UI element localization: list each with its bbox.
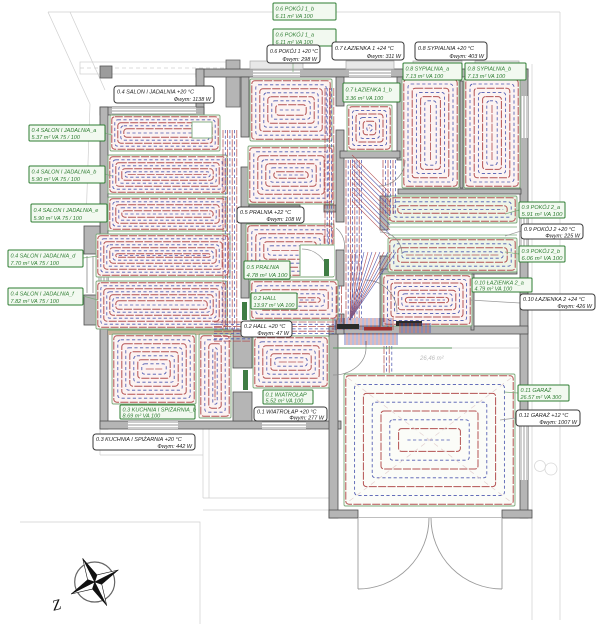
svg-text:0.1 WIATROŁAP: 0.1 WIATROŁAP: [266, 392, 307, 398]
svg-text:0.9 POKÓJ 2_b: 0.9 POKÓJ 2_b: [522, 248, 561, 255]
svg-text:7.82 m² VA 75 / 100: 7.82 m² VA 75 / 100: [11, 299, 60, 305]
svg-text:0.1 WIATROŁAP +20 °C: 0.1 WIATROŁAP +20 °C: [257, 409, 317, 415]
svg-text:0.8 SYPIALNIA_b: 0.8 SYPIALNIA_b: [468, 67, 512, 73]
svg-text:7.13 m² VA 100: 7.13 m² VA 100: [468, 74, 507, 80]
svg-text:4.79 m² VA 100: 4.79 m² VA 100: [475, 287, 514, 293]
svg-text:5.90 m² VA 75 / 100: 5.90 m² VA 75 / 100: [32, 177, 81, 183]
svg-text:0.4 SALON I JADALNIA_d: 0.4 SALON I JADALNIA_d: [11, 254, 77, 260]
svg-text:0.6 POKÓJ 1 +20 °C: 0.6 POKÓJ 1 +20 °C: [270, 48, 318, 55]
svg-text:0.7 ŁAZIENKA 1 +24 °C: 0.7 ŁAZIENKA 1 +24 °C: [335, 46, 394, 52]
svg-text:0.4 SALON I JADALNIA_b: 0.4 SALON I JADALNIA_b: [32, 170, 97, 176]
svg-text:4.78 m² VA 100: 4.78 m² VA 100: [247, 273, 289, 279]
svg-text:Фwym: 277 W: Фwym: 277 W: [289, 416, 324, 422]
svg-text:0.5 PRALNIA +22 °C: 0.5 PRALNIA +22 °C: [240, 210, 291, 216]
svg-text:3.36 m² VA 100: 3.36 m² VA 100: [346, 96, 385, 102]
svg-text:0.4 SALON I JADALNIA +20 °C: 0.4 SALON I JADALNIA +20 °C: [117, 90, 194, 96]
svg-text:0.10 ŁAZIENKA 2_a: 0.10 ŁAZIENKA 2_a: [475, 280, 524, 286]
svg-text:Фwym: 298 W: Фwym: 298 W: [282, 57, 317, 63]
svg-text:0.11 GARAŻ +12 °C: 0.11 GARAŻ +12 °C: [519, 412, 568, 419]
svg-text:Фwym: 426 W: Фwym: 426 W: [557, 304, 592, 310]
svg-text:0.9 POKÓJ 2 +20 °C: 0.9 POKÓJ 2 +20 °C: [524, 226, 575, 233]
svg-text:0.5 PRALNIA: 0.5 PRALNIA: [247, 265, 280, 271]
svg-text:13.97 m² VA 100: 13.97 m² VA 100: [254, 303, 296, 309]
svg-text:0.2 HALL: 0.2 HALL: [254, 296, 277, 302]
svg-text:0.11 GARAŻ: 0.11 GARAŻ: [521, 387, 552, 394]
svg-text:7.13 m² VA 100: 7.13 m² VA 100: [406, 74, 445, 80]
svg-text:Фwym: 442 W: Фwym: 442 W: [157, 444, 192, 450]
svg-text:Фwym: 403 W: Фwym: 403 W: [449, 54, 484, 60]
svg-text:0.4 SALON I JADALNIA_a: 0.4 SALON I JADALNIA_a: [32, 128, 97, 134]
svg-text:0.7 ŁAZIENKA 1_b: 0.7 ŁAZIENKA 1_b: [346, 87, 392, 93]
svg-text:0.4 SALON I JADALNIA_f: 0.4 SALON I JADALNIA_f: [11, 292, 75, 298]
svg-text:5.90 m² VA 75 / 100: 5.90 m² VA 75 / 100: [34, 216, 83, 222]
svg-text:6.06 m² VA 100: 6.06 m² VA 100: [522, 256, 564, 262]
svg-text:5.37 m² VA 75 / 100: 5.37 m² VA 75 / 100: [32, 135, 81, 141]
svg-text:0.10 ŁAZIENKA 2 +24 °C: 0.10 ŁAZIENKA 2 +24 °C: [523, 297, 585, 303]
svg-text:0.6 POKÓJ 1_b: 0.6 POKÓJ 1_b: [276, 6, 315, 13]
svg-text:Фwym: 1007 W: Фwym: 1007 W: [539, 420, 577, 426]
svg-text:5.91 m² VA 100: 5.91 m² VA 100: [522, 212, 564, 218]
svg-text:Фwym: 311 W: Фwym: 311 W: [367, 54, 402, 60]
svg-text:7.70 m² VA 75 / 100: 7.70 m² VA 75 / 100: [11, 261, 60, 267]
svg-text:6.11 m² VA 100: 6.11 m² VA 100: [276, 14, 314, 20]
svg-text:0.6 POKÓJ 1_a: 0.6 POKÓJ 1_a: [276, 32, 315, 39]
svg-text:0.9 POKÓJ 2_a: 0.9 POKÓJ 2_a: [522, 204, 561, 211]
svg-text:0.8 SYPIALNIA +20 °C: 0.8 SYPIALNIA +20 °C: [418, 46, 474, 52]
svg-text:0.3 KUCHNIA I SPIŻARNIA +20 °: 0.3 KUCHNIA I SPIŻARNIA +20 °C: [96, 436, 182, 443]
svg-text:Фwym: 1138 W: Фwym: 1138 W: [174, 97, 212, 103]
svg-text:0.3 KUCHNIA I SPIŻARNIA_b: 0.3 KUCHNIA I SPIŻARNIA_b: [123, 406, 196, 413]
svg-text:5.52 m² VA 100: 5.52 m² VA 100: [266, 399, 305, 405]
svg-text:26,46 m²: 26,46 m²: [419, 356, 445, 362]
svg-text:Фwym: 108 W: Фwym: 108 W: [266, 217, 301, 223]
svg-text:8.69 m² VA 100: 8.69 m² VA 100: [123, 414, 162, 420]
svg-text:0.2 HALL +20 °C: 0.2 HALL +20 °C: [244, 324, 285, 330]
svg-text:6.11 m² VA 100: 6.11 m² VA 100: [276, 40, 314, 46]
svg-text:26.57 m² VA 300: 26.57 m² VA 300: [520, 395, 563, 401]
svg-text:Фwym: 47 W: Фwym: 47 W: [257, 331, 289, 337]
svg-text:0.8 SYPIALNIA_a: 0.8 SYPIALNIA_a: [406, 67, 450, 73]
svg-text:0.4 SALON I JADALNIA_e: 0.4 SALON I JADALNIA_e: [34, 208, 99, 214]
svg-text:Фwym: 225 W: Фwym: 225 W: [545, 233, 580, 239]
